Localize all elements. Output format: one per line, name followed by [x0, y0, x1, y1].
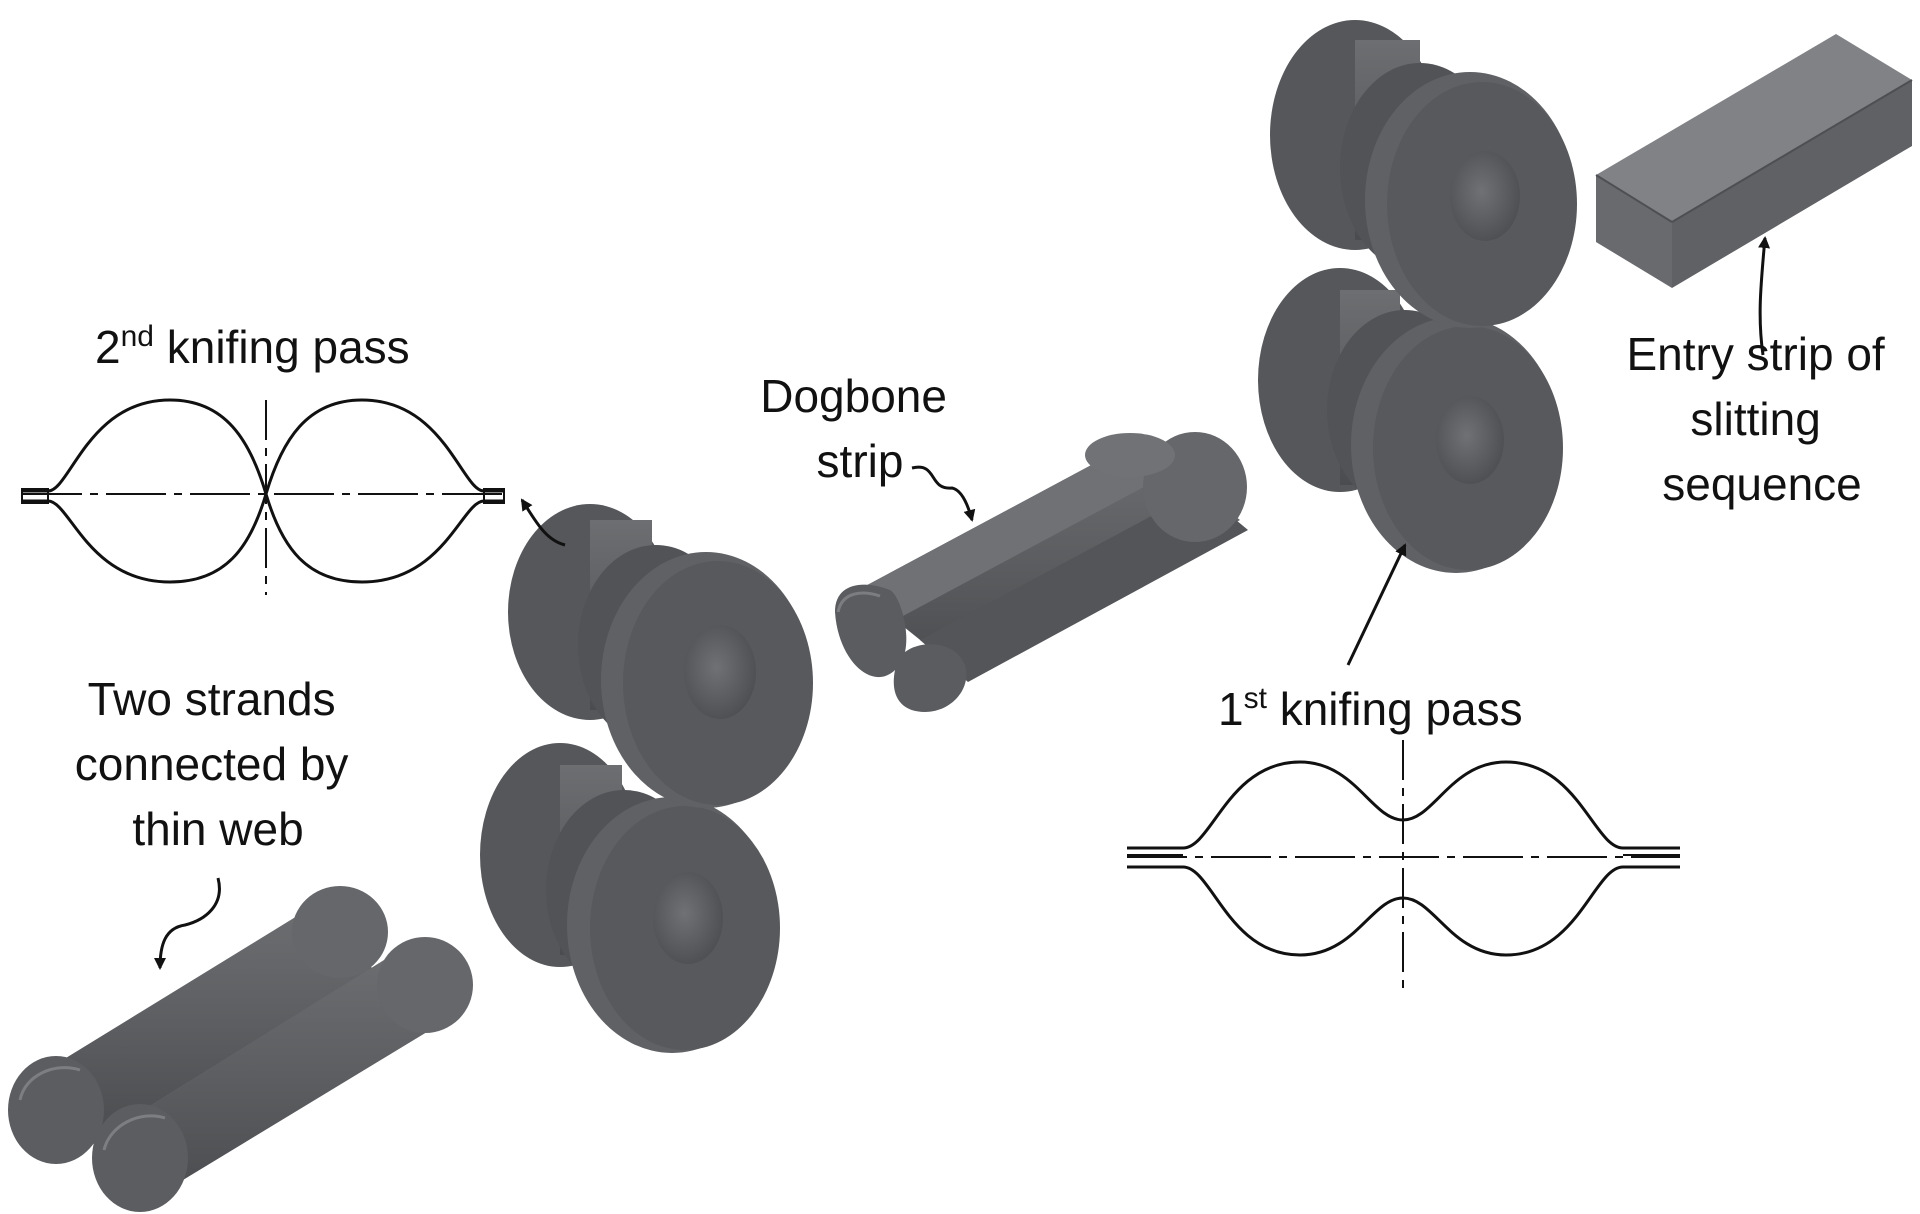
arrow-strands-to-bar [154, 877, 221, 970]
second-pass-profile [21, 398, 505, 595]
arrows [154, 236, 1771, 970]
arrow-entry-to-bar [1758, 236, 1771, 356]
two-strands-label: Two strands connected by thin web [75, 673, 361, 855]
first-pass-roll-top [1270, 20, 1577, 328]
two-strands-bar [8, 886, 473, 1212]
second-pass-roll-top [508, 504, 813, 808]
arrow-to-second-pass-profile [520, 498, 566, 547]
first-pass-roll-bottom [1258, 268, 1563, 573]
first-pass-label: 1st knifing pass [1218, 682, 1523, 735]
second-pass-label: 2nd knifing pass [95, 320, 410, 373]
arrow-dogbone-to-strip [911, 465, 976, 522]
first-pass-profile [1127, 740, 1680, 990]
entry-strip-label: Entry strip of slitting sequence [1627, 328, 1898, 510]
dogbone-label: Dogbone strip [760, 370, 960, 487]
entry-strip-bar [1595, 34, 1913, 288]
dogbone-strip [835, 432, 1248, 712]
arrow-first-pass-to-roll [1346, 543, 1407, 666]
second-pass-roll-bottom [480, 743, 780, 1053]
